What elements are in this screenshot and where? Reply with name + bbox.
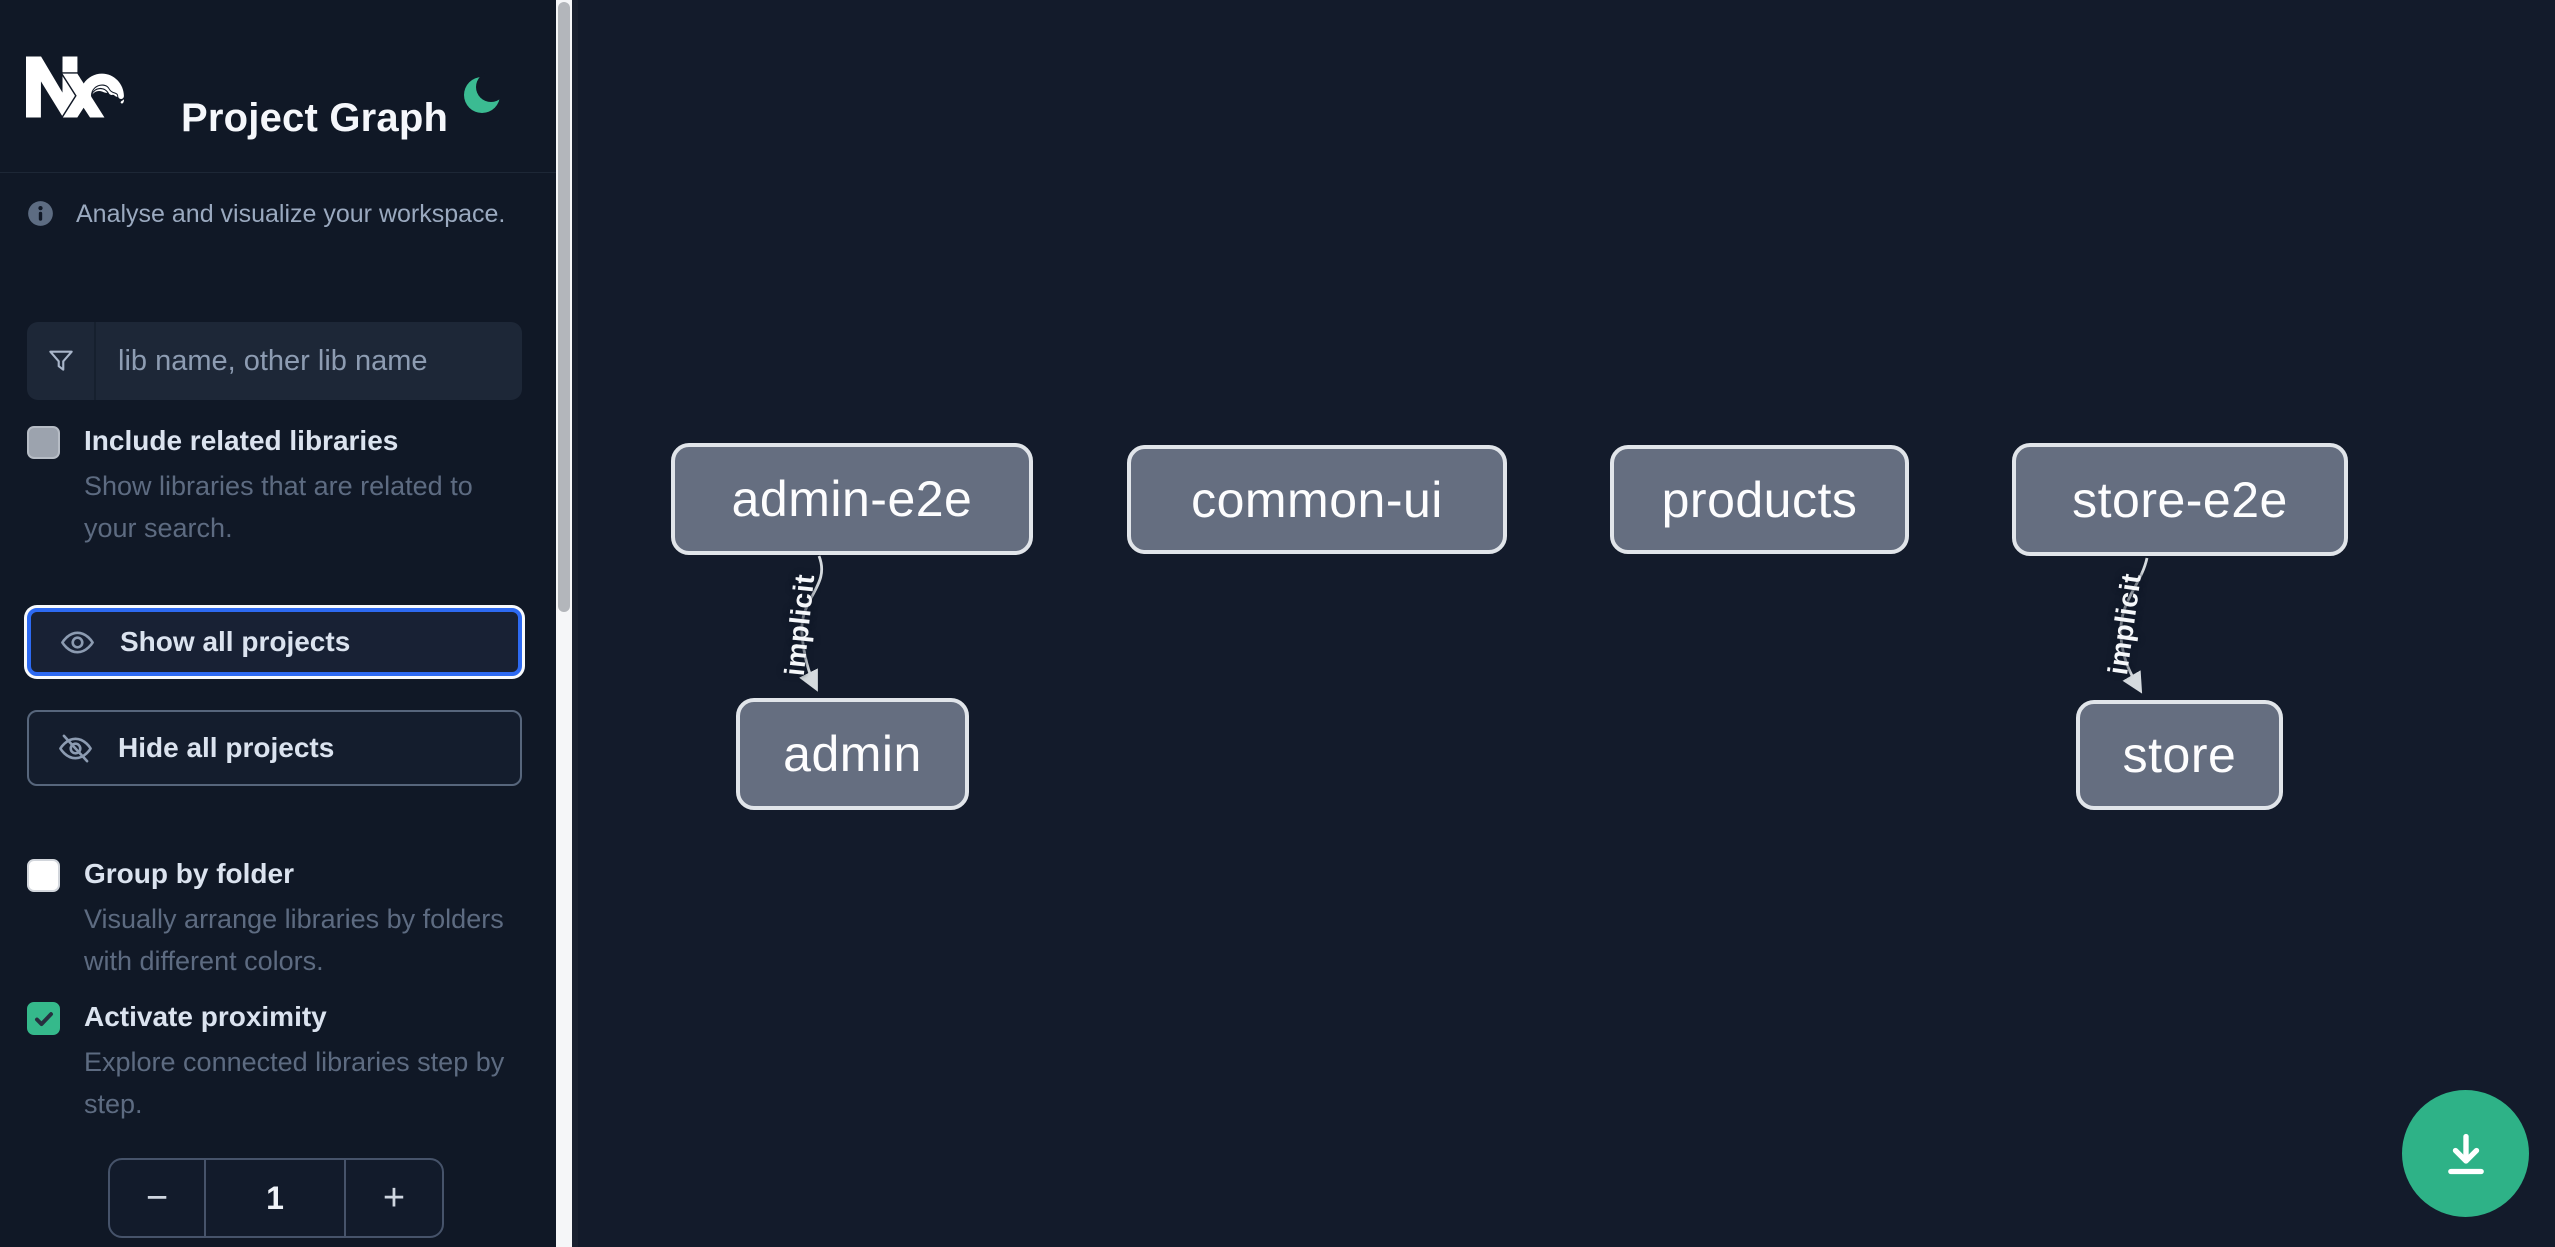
toggle-description: Visually arrange libraries by folders wi… (84, 904, 504, 976)
page-title: Project Graph (181, 95, 449, 140)
sidebar-scrollbar-thumb[interactable] (558, 2, 570, 612)
sidebar-header: Project Graph (0, 0, 556, 173)
stepper-value[interactable]: 1 (266, 1179, 284, 1216)
decrement-button[interactable]: − (110, 1160, 206, 1236)
toggle-include-related: Include related libraries Show libraries… (27, 424, 531, 549)
checkmark-icon (35, 1012, 53, 1027)
edge-label-implicit: implicit (2102, 571, 2147, 677)
dependency-edges (799, 555, 2149, 694)
increment-button[interactable]: + (344, 1160, 442, 1236)
info-icon (28, 201, 53, 226)
graph-canvas[interactable]: admin-e2e common-ui products store-e2e a… (572, 0, 2555, 1247)
group-by-folder-checkbox[interactable] (27, 859, 60, 892)
toggle-activate-proximity: Activate proximity Explore connected lib… (27, 1000, 531, 1125)
show-all-projects-button[interactable]: Show all projects (27, 608, 522, 676)
project-node-store[interactable]: store (2076, 700, 2283, 810)
edge-label-implicit: implicit (778, 572, 821, 678)
show-all-projects-label: Show all projects (120, 626, 351, 657)
search-input[interactable] (96, 322, 522, 400)
filter-funnel-icon (27, 322, 96, 400)
edge-store-e2e-store (2119, 557, 2149, 694)
tagline: Analyse and visualize your workspace. (76, 200, 506, 228)
moon-icon (464, 72, 506, 113)
download-icon (2447, 1133, 2484, 1174)
project-node-admin-e2e[interactable]: admin-e2e (671, 443, 1033, 555)
hide-all-projects-label: Hide all projects (118, 732, 335, 763)
filter-search-box (27, 322, 522, 400)
project-node-admin[interactable]: admin (736, 698, 969, 810)
hide-all-projects-button[interactable]: Hide all projects (27, 710, 522, 786)
activate-proximity-checkbox[interactable] (27, 1002, 60, 1035)
toggle-description: Show libraries that are related to your … (84, 471, 473, 543)
eye-icon (61, 630, 94, 654)
sidebar-scrollbar-track[interactable] (556, 0, 572, 1247)
workspace-info: Analyse and visualize your workspace. (27, 199, 505, 229)
include-related-checkbox[interactable] (27, 426, 60, 459)
sidebar: Project Graph Analyse and visualize your… (0, 0, 556, 1247)
eye-off-icon (59, 734, 92, 762)
toggle-label: Group by folder (84, 858, 294, 889)
edge-admin-e2e-admin (799, 555, 824, 692)
toggle-label: Activate proximity (84, 1001, 327, 1032)
project-node-products[interactable]: products (1610, 445, 1909, 554)
toggle-description: Explore connected libraries step by step… (84, 1047, 505, 1119)
project-node-common-ui[interactable]: common-ui (1127, 445, 1507, 554)
theme-toggle-button[interactable] (460, 70, 508, 118)
toggle-group-by-folder: Group by folder Visually arrange librari… (27, 857, 531, 982)
project-node-store-e2e[interactable]: store-e2e (2012, 443, 2348, 556)
proximity-depth-stepper: − 1 + (108, 1158, 444, 1238)
toggle-label: Include related libraries (84, 425, 399, 456)
download-graph-button[interactable] (2402, 1090, 2529, 1217)
nx-logo (26, 56, 124, 118)
